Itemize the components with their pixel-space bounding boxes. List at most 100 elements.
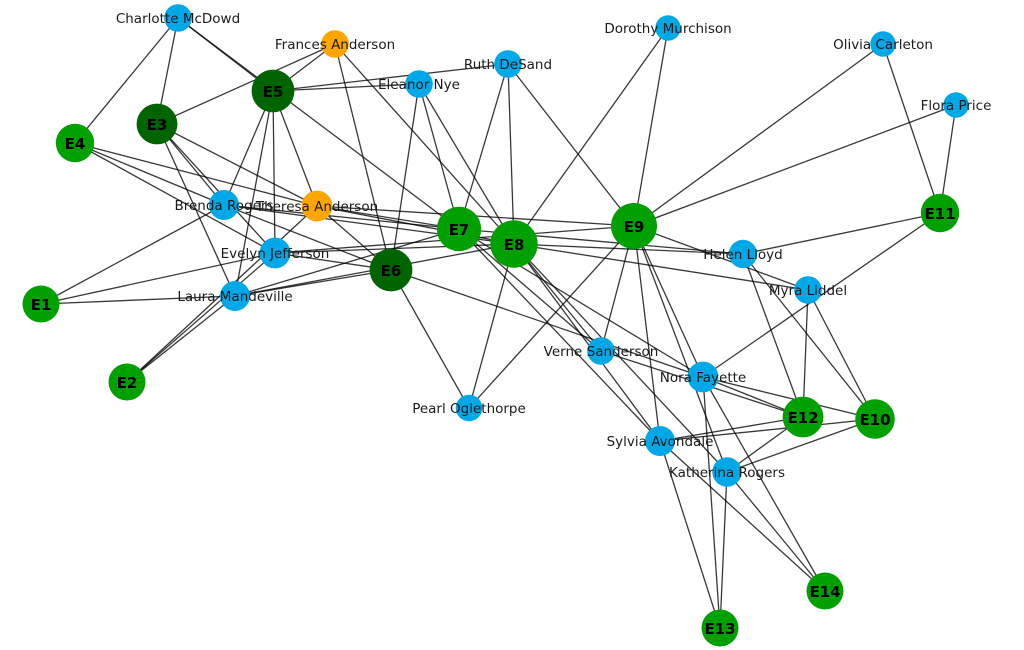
edge-flora-e9 — [633, 104, 957, 227]
edge-evelyn-e2 — [126, 252, 276, 383]
event-node-e2[interactable] — [108, 363, 146, 401]
woman-label-charlotte: Charlotte McDowd — [116, 11, 240, 27]
woman-node-circle[interactable] — [655, 15, 681, 41]
woman-label-laura: Laura Mandeville — [177, 289, 292, 305]
woman-node-pearl[interactable] — [455, 394, 483, 422]
woman-node-ruth[interactable] — [494, 50, 522, 78]
event-node-e4[interactable] — [55, 123, 95, 163]
event-node-circle[interactable] — [22, 285, 60, 323]
edge-laura-e7 — [234, 228, 460, 297]
woman-node-circle[interactable] — [209, 190, 239, 220]
edge-sylvia-e9 — [633, 225, 661, 442]
event-node-circle[interactable] — [369, 248, 413, 292]
woman-label-nora: Nora Fayette — [660, 370, 746, 386]
woman-node-flora[interactable] — [943, 92, 969, 118]
woman-node-circle[interactable] — [712, 457, 742, 487]
woman-label-pearl: Pearl Oglethorpe — [412, 401, 526, 417]
woman-node-dorothy[interactable] — [655, 15, 681, 41]
event-node-e10[interactable] — [855, 399, 895, 439]
woman-node-eleanor[interactable] — [405, 70, 433, 98]
woman-node-circle[interactable] — [687, 361, 719, 393]
edge-ruth-e7 — [458, 63, 509, 230]
event-label-e12: E12 — [787, 409, 818, 427]
event-label-e13: E13 — [704, 620, 735, 638]
woman-node-sylvia[interactable] — [645, 426, 675, 456]
woman-label-theresa: Theresa Anderson — [255, 199, 378, 215]
event-node-e8[interactable] — [490, 220, 538, 268]
woman-label-verne: Verne Sanderson — [544, 344, 659, 360]
woman-node-circle[interactable] — [494, 50, 522, 78]
edge-pearl-e8 — [468, 243, 515, 409]
woman-node-circle[interactable] — [870, 31, 896, 57]
woman-node-helen[interactable] — [728, 239, 758, 269]
event-node-circle[interactable] — [55, 123, 95, 163]
woman-node-circle[interactable] — [455, 394, 483, 422]
woman-node-olivia[interactable] — [870, 31, 896, 57]
edge-sylvia-e7 — [458, 228, 661, 442]
woman-label-sylvia: Sylvia Avondale — [607, 434, 714, 450]
edge-nora-e13 — [702, 376, 721, 629]
edge-katherina-e8 — [513, 243, 728, 473]
edge-helen-e11 — [742, 212, 941, 255]
event-node-circle[interactable] — [436, 206, 482, 252]
event-node-circle[interactable] — [136, 103, 178, 145]
woman-node-circle[interactable] — [164, 4, 192, 32]
event-node-e3[interactable] — [136, 103, 178, 145]
edge-sylvia-e8 — [513, 243, 661, 442]
woman-node-circle[interactable] — [301, 190, 333, 222]
woman-node-circle[interactable] — [728, 239, 758, 269]
edge-nora-e10 — [702, 376, 876, 420]
woman-label-evelyn: Evelyn Jefferson — [221, 246, 330, 262]
edge-katherina-e13 — [719, 471, 728, 629]
edge-myra-e9 — [633, 225, 809, 291]
woman-node-circle[interactable] — [645, 426, 675, 456]
event-node-e6[interactable] — [369, 248, 413, 292]
event-node-e9[interactable] — [611, 203, 657, 249]
edge-eleanor-e7 — [418, 83, 460, 230]
event-node-circle[interactable] — [920, 193, 960, 233]
edge-nora-e9 — [633, 225, 704, 378]
woman-node-katherina[interactable] — [712, 457, 742, 487]
woman-node-nora[interactable] — [687, 361, 719, 393]
event-node-e11[interactable] — [920, 193, 960, 233]
woman-node-verne[interactable] — [587, 337, 615, 365]
event-node-circle[interactable] — [490, 220, 538, 268]
edge-theresa-e7 — [316, 205, 460, 230]
woman-node-circle[interactable] — [220, 281, 250, 311]
event-node-circle[interactable] — [611, 203, 657, 249]
event-node-circle[interactable] — [782, 396, 824, 438]
event-node-circle[interactable] — [251, 69, 295, 113]
edge-dorothy-e9 — [633, 27, 669, 227]
woman-node-evelyn[interactable] — [259, 237, 291, 269]
event-node-e5[interactable] — [251, 69, 295, 113]
woman-node-circle[interactable] — [794, 276, 822, 304]
edge-laura-e5 — [234, 90, 274, 297]
woman-label-myra: Myra Liddel — [769, 283, 847, 299]
event-node-circle[interactable] — [108, 363, 146, 401]
event-node-e14[interactable] — [806, 572, 844, 610]
event-node-e12[interactable] — [782, 396, 824, 438]
woman-node-brenda[interactable] — [209, 190, 239, 220]
event-node-e1[interactable] — [22, 285, 60, 323]
event-label-e1: E1 — [31, 296, 52, 314]
woman-node-theresa[interactable] — [301, 190, 333, 222]
woman-node-circle[interactable] — [321, 30, 349, 58]
event-node-e13[interactable] — [701, 609, 739, 647]
edge-ruth-e8 — [507, 63, 515, 245]
event-node-circle[interactable] — [701, 609, 739, 647]
woman-node-circle[interactable] — [259, 237, 291, 269]
woman-node-frances[interactable] — [321, 30, 349, 58]
woman-node-circle[interactable] — [943, 92, 969, 118]
event-node-circle[interactable] — [806, 572, 844, 610]
edge-myra-e8 — [513, 243, 809, 291]
woman-node-circle[interactable] — [405, 70, 433, 98]
woman-node-laura[interactable] — [220, 281, 250, 311]
labels-layer: E1E2E3E4E5E6E7E8E9E10E11E12E13E14Evelyn … — [31, 11, 992, 638]
woman-node-charlotte[interactable] — [164, 4, 192, 32]
woman-node-circle[interactable] — [587, 337, 615, 365]
event-label-e7: E7 — [449, 221, 470, 239]
event-node-e7[interactable] — [436, 206, 482, 252]
woman-node-myra[interactable] — [794, 276, 822, 304]
event-node-circle[interactable] — [855, 399, 895, 439]
